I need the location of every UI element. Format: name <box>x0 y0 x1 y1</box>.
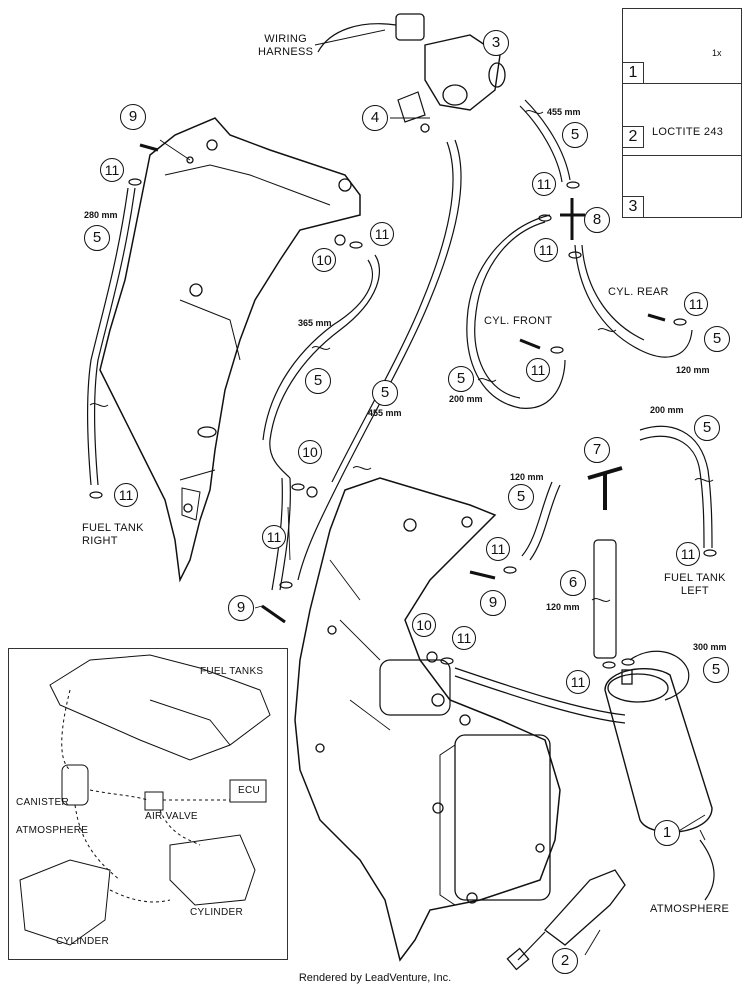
callout-11-lower: 11 <box>452 626 476 650</box>
callout-5-300: 5 <box>703 657 729 683</box>
callout-5-200-right: 5 <box>694 415 720 441</box>
callout-3: 3 <box>483 30 509 56</box>
cyl-front-label: CYL. FRONT <box>484 315 553 327</box>
legend-1x-label: 1x <box>712 48 722 58</box>
callout-11-front: 11 <box>526 358 550 382</box>
fuel-tank-left-text: FUEL TANK LEFT <box>664 572 726 597</box>
installation-steps-legend <box>622 8 742 218</box>
dimension-365: 365 mm <box>298 318 332 328</box>
canister-part <box>604 668 713 833</box>
inset-cylinder-upper-label: CYLINDER <box>190 907 243 918</box>
legend-divider <box>623 155 741 156</box>
dimension-455-mid: 455 mm <box>368 408 402 418</box>
callout-5-365: 5 <box>305 368 331 394</box>
callout-11-upper-mid: 11 <box>370 222 394 246</box>
callout-10-mid: 10 <box>298 440 322 464</box>
atmosphere-label: ATMOSPHERE <box>650 903 730 915</box>
fuel-tank-left-label: FUEL TANK LEFT <box>664 572 726 598</box>
dimension-120-hose6: 120 mm <box>546 602 580 612</box>
wiring-harness-label: WIRING HARNESS <box>258 33 313 59</box>
dimension-120-mid: 120 mm <box>510 472 544 482</box>
dimension-200-right: 200 mm <box>650 405 684 415</box>
inset-cylinder-lower-label: CYLINDER <box>56 936 109 947</box>
callout-5-120: 5 <box>508 484 534 510</box>
dimension-455-top: 455 mm <box>547 107 581 117</box>
inset-fuel-tanks-label: FUEL TANKS <box>200 666 264 677</box>
bracket-part <box>397 91 430 133</box>
cyl-rear-label: CYL. REAR <box>608 286 669 298</box>
legend-step-2: 2 <box>622 126 644 148</box>
hose-break-marks <box>89 110 714 602</box>
dimension-280: 280 mm <box>84 210 118 220</box>
inset-atmosphere-label: ATMOSPHERE <box>16 825 89 836</box>
legend-divider <box>623 83 741 84</box>
callout-11-mid-right: 11 <box>486 537 510 561</box>
callout-7: 7 <box>584 437 610 463</box>
callout-11-fuel-right: 11 <box>114 483 138 507</box>
callout-11-t-top: 11 <box>532 172 556 196</box>
callout-9-lower: 9 <box>228 595 254 621</box>
wiring-harness-text: WIRING HARNESS <box>258 33 314 58</box>
inset-air-valve-label: AIR VALVE <box>145 811 198 822</box>
dimension-300: 300 mm <box>693 642 727 652</box>
callout-4: 4 <box>362 105 388 131</box>
callout-10-lower: 10 <box>412 613 436 637</box>
fuel-tank-left-shroud <box>294 477 561 962</box>
legend-step-1: 1 <box>622 62 644 84</box>
callout-11-t-bottom: 11 <box>534 238 558 262</box>
fuel-tank-right-label: FUEL TANK RIGHT <box>82 522 144 548</box>
leader-lines <box>159 29 706 956</box>
legend-step-3: 3 <box>622 196 644 218</box>
inset-canister-label: CANISTER <box>16 797 69 808</box>
callout-5-top: 5 <box>562 122 588 148</box>
callout-5-front: 5 <box>448 366 474 392</box>
callout-8: 8 <box>584 207 610 233</box>
dimension-120-rear: 120 mm <box>676 365 710 375</box>
fuel-tank-right-shroud <box>99 117 361 583</box>
fuel-tank-right-text: FUEL TANK RIGHT <box>82 522 144 547</box>
callout-11-left-mid: 11 <box>262 525 286 549</box>
callout-9-mid: 9 <box>480 590 506 616</box>
filter-part <box>506 869 626 971</box>
callout-5-rear: 5 <box>704 326 730 352</box>
callout-9-top: 9 <box>120 104 146 130</box>
inset-ecu-label: ECU <box>238 785 261 796</box>
callout-5-455: 5 <box>372 380 398 406</box>
callout-11-fuel-left: 11 <box>676 542 700 566</box>
fittings <box>89 143 717 669</box>
callout-1: 1 <box>654 820 680 846</box>
footer-credit: Rendered by LeadVenture, Inc. <box>298 972 452 984</box>
callout-11-top-left: 11 <box>100 158 124 182</box>
callout-11-canister: 11 <box>566 670 590 694</box>
inset-schematic <box>19 654 271 946</box>
air-valve-part <box>317 13 506 111</box>
loctite-label: LOCTITE 243 <box>652 126 724 138</box>
hoses <box>86 99 715 901</box>
callout-2: 2 <box>552 948 578 974</box>
system-overview-inset <box>8 648 288 960</box>
callout-10-upper: 10 <box>312 248 336 272</box>
callout-6: 6 <box>560 570 586 596</box>
dimension-200-front: 200 mm <box>449 394 483 404</box>
callout-5-280: 5 <box>84 225 110 251</box>
callout-11-rear: 11 <box>684 292 708 316</box>
